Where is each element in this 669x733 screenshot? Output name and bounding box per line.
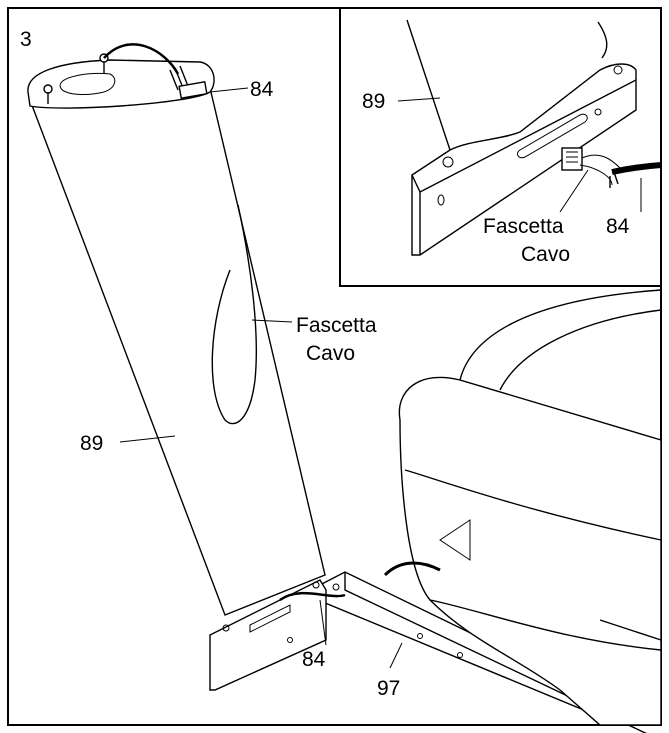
outer-frame (7, 7, 662, 726)
leader-89-inset (397, 97, 441, 102)
leader-89-main (119, 435, 176, 443)
label-89-inset: 89 (362, 90, 385, 113)
label-cable-tie-main-line1: Fascetta (296, 314, 377, 337)
leader-84-top (209, 87, 249, 93)
leader-cable-tie-main (251, 319, 293, 323)
step-number: 3 (20, 28, 32, 51)
leader-cable-tie-inset (559, 169, 589, 213)
inset-bracket (411, 63, 637, 256)
label-89-main: 89 (80, 432, 103, 455)
label-cable-tie-inset-line1: Fascetta (483, 215, 564, 238)
label-84-inset: 84 (606, 215, 630, 238)
upright-top-cap (27, 59, 215, 109)
motor-hood (398, 376, 662, 726)
label-84-top: 84 (250, 78, 274, 101)
inset-connector (561, 147, 583, 171)
detail-inset (339, 7, 662, 287)
treadmill-base (317, 289, 662, 733)
label-84-bottom: 84 (302, 648, 326, 671)
upright-bottom-bracket (209, 579, 327, 691)
label-cable-tie-main-line2: Cavo (306, 342, 355, 365)
leader-97 (389, 642, 403, 669)
upright-body (29, 87, 326, 616)
label-cable-tie-inset-line2: Cavo (521, 243, 570, 266)
leader-84-bottom (319, 599, 327, 646)
upright-89 (27, 43, 346, 691)
label-97: 97 (377, 677, 400, 700)
